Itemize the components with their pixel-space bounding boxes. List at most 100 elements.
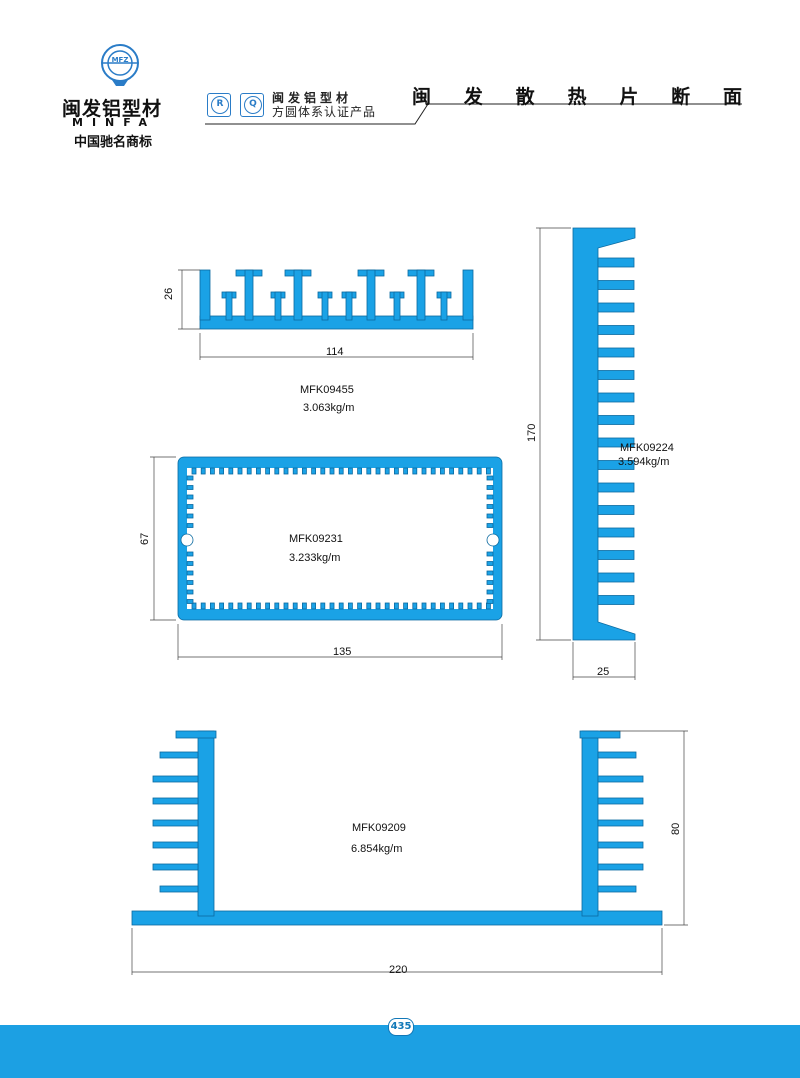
title-char: 热 (567, 86, 587, 108)
tube-tooth (486, 485, 494, 490)
brand-name-cn: 闽发铝型材 (62, 98, 163, 120)
comb-fin (597, 460, 635, 470)
tube-tooth (329, 467, 335, 475)
tube-tooth (485, 602, 491, 610)
dimension-label: 220 (389, 964, 408, 976)
profile-code: MFK09455 (300, 384, 354, 396)
tube-tooth (186, 570, 194, 576)
heatsink-fin (152, 797, 199, 805)
comb-fin (597, 302, 635, 313)
tube-tooth (430, 467, 436, 475)
tube-tooth (292, 602, 298, 610)
profile-weight: 3.594kg/m (618, 456, 670, 468)
tube-tooth (186, 494, 194, 500)
cert-brand: 闽发铝型材 (272, 91, 353, 105)
tube-tooth (274, 467, 280, 475)
tube-tooth (255, 467, 261, 475)
minfa-logo-icon (101, 44, 139, 86)
comb-fin (597, 325, 635, 335)
tube-tooth (283, 602, 289, 610)
tube-tooth (311, 602, 317, 610)
tube-tooth (486, 561, 494, 566)
tube-tooth (283, 467, 289, 475)
tube-tooth (347, 467, 353, 475)
heatsink-fin (152, 819, 199, 827)
comb-fin (597, 392, 635, 403)
tube-tooth (375, 602, 381, 610)
heatsink-fin (597, 797, 644, 805)
profile-code: MFK09224 (620, 442, 674, 454)
tube-tooth (338, 467, 344, 475)
tube-tooth (186, 599, 194, 604)
tube-tooth (357, 602, 363, 610)
profile-mfk09231-shape (150, 456, 503, 660)
tube-tooth (228, 467, 234, 475)
tube-tooth (486, 589, 494, 595)
tube-tooth (219, 467, 225, 475)
brand-name-en: MINFA (72, 116, 157, 129)
profile-weight: 6.854kg/m (351, 843, 403, 855)
tube-tooth (486, 513, 494, 519)
tube-tooth (486, 494, 494, 500)
tube-tooth (265, 602, 271, 610)
heatsink-fin (597, 819, 644, 827)
tube-tooth (421, 467, 427, 475)
tube-tooth (439, 602, 445, 610)
tube-tooth (486, 599, 494, 604)
tube-tooth (467, 467, 473, 475)
tube-tooth (486, 580, 494, 585)
profile-weight: 3.233kg/m (289, 552, 341, 564)
cert-q-icon: Q (240, 93, 264, 117)
tube-tooth (301, 602, 307, 610)
logo-mark-text: MFZ (111, 56, 129, 64)
comb-fin (597, 595, 635, 605)
tube-tooth (357, 467, 363, 475)
tube-tooth (186, 513, 194, 519)
tube-tooth (347, 602, 353, 610)
profile-mfk09209-shape (131, 730, 688, 975)
heatsink-fin (597, 863, 644, 871)
dimension-label: 80 (670, 822, 682, 835)
heatsink-fin (597, 841, 644, 849)
tube-tooth (338, 602, 344, 610)
tube-tooth (186, 485, 194, 490)
profile-drawings: .p { fill:#1aa2e6; stroke:#0b6aa0; strok… (131, 227, 688, 975)
tube-tooth (393, 467, 399, 475)
tube-tooth (375, 467, 381, 475)
tube-tooth (219, 602, 225, 610)
tube-tooth (246, 467, 252, 475)
dimension-label: 114 (326, 346, 344, 358)
tube-tooth (393, 602, 399, 610)
comb-fin (597, 370, 635, 380)
tube-tooth (485, 467, 491, 475)
tube-tooth (186, 589, 194, 595)
tube-tooth (237, 602, 243, 610)
tube-tooth (486, 523, 494, 528)
tube-tooth (329, 602, 335, 610)
comb-fin (597, 550, 635, 560)
tube-tooth (186, 580, 194, 585)
comb-fin (597, 437, 635, 448)
title-char: 发 (463, 86, 483, 108)
brand-slogan: 中国驰名商标 (74, 135, 153, 150)
heatsink-fin (597, 885, 637, 893)
tube-tooth (403, 602, 409, 610)
comb-fin (597, 280, 635, 290)
title-char: 断 (671, 86, 691, 108)
comb-fin (597, 257, 635, 268)
tube-tooth (476, 602, 482, 610)
dimension-label: 170 (526, 423, 538, 442)
profile-mfk09455-shape (178, 269, 474, 360)
tube-tooth (228, 602, 234, 610)
tube-tooth (421, 602, 427, 610)
dimension-label: 25 (597, 666, 610, 678)
heatsink-fin (152, 863, 199, 871)
tube-tooth (320, 602, 326, 610)
tube-tooth (403, 467, 409, 475)
tube-tooth (255, 602, 261, 610)
tube-tooth (476, 467, 482, 475)
tube-tooth (191, 467, 197, 475)
heatsink-fin (597, 775, 644, 783)
header-graphics (101, 44, 742, 125)
title-char: 面 (722, 86, 742, 108)
